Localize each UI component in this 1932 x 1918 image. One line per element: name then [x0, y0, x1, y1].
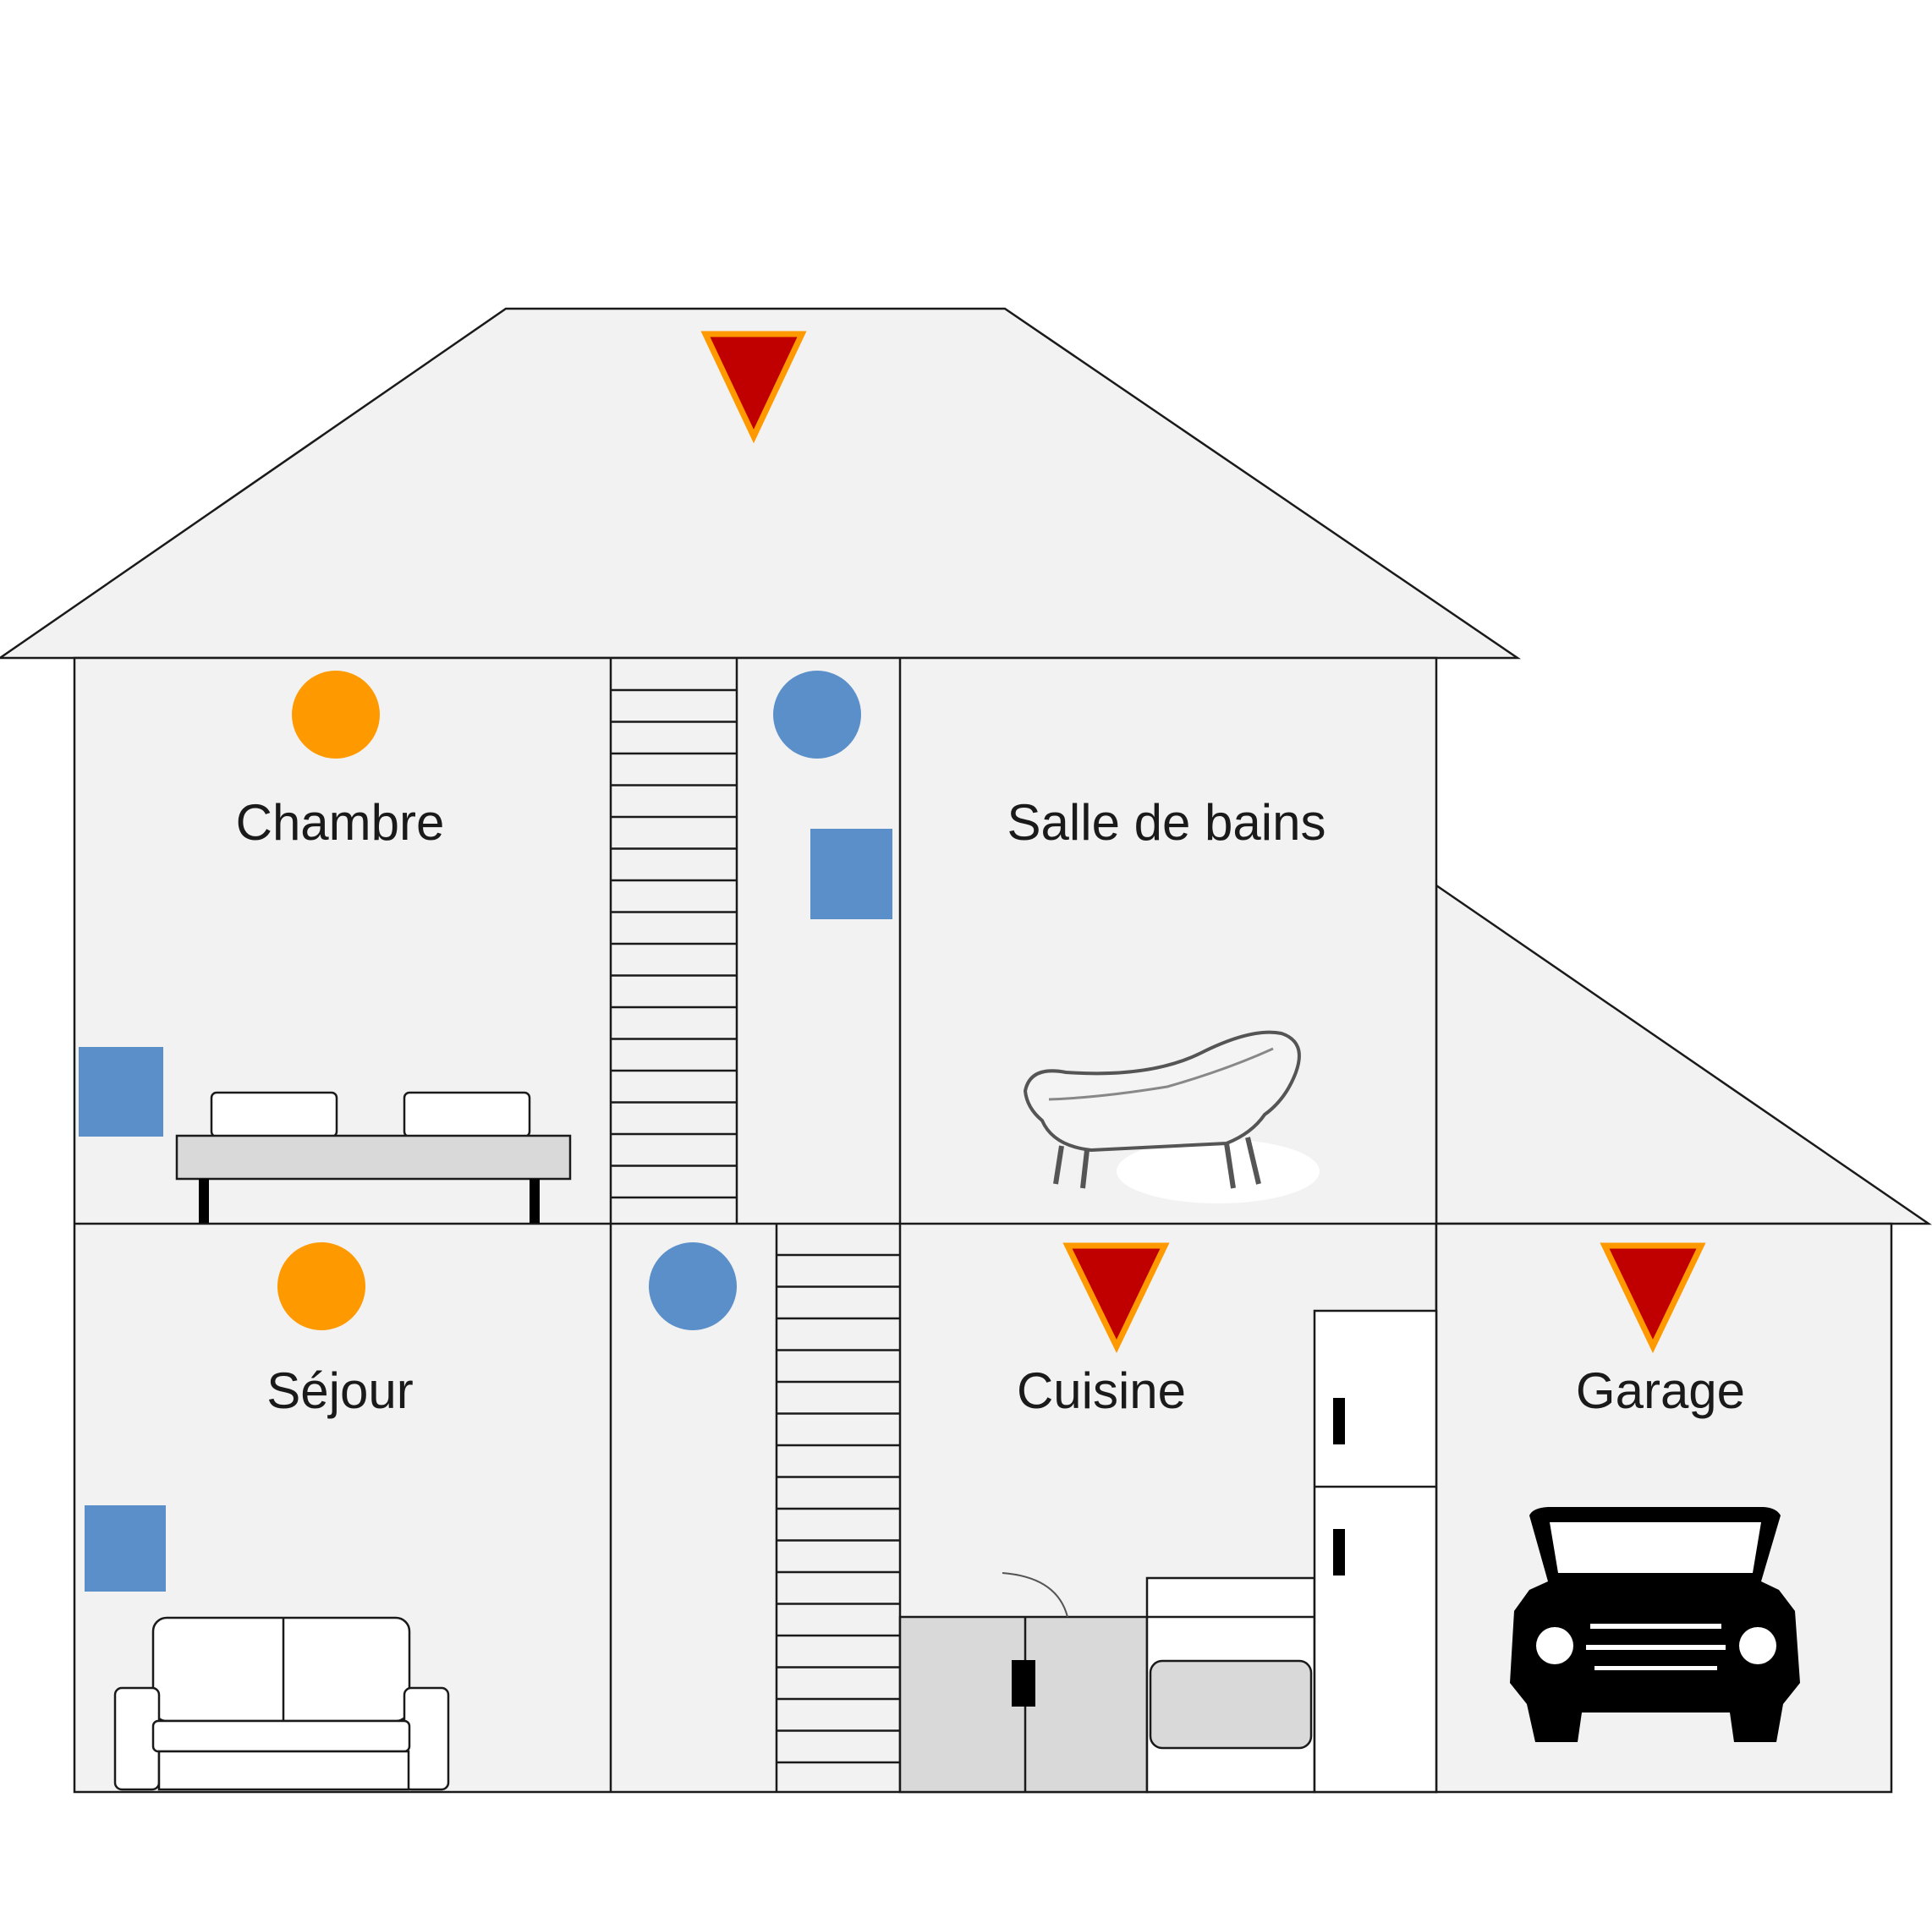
red-triangle-icon: [1062, 1242, 1170, 1354]
blue-square-icon: [79, 1047, 163, 1137]
orange-circle-icon: [277, 1242, 365, 1330]
room-label-salle-de-bains: Salle de bains: [1007, 794, 1326, 851]
car-icon: [1510, 1507, 1800, 1742]
bathtub-icon: [1023, 1030, 1320, 1203]
kitchen-cabinet: [898, 1572, 1149, 1794]
red-triangle-icon: [1600, 1242, 1706, 1354]
oven: [1145, 1576, 1316, 1794]
blue-circle-icon: [773, 671, 861, 759]
red-triangle-icon: [700, 331, 807, 444]
room-label-garage: Garage: [1576, 1362, 1745, 1419]
bed-icon: [175, 1091, 572, 1223]
blue-circle-icon: [649, 1242, 737, 1330]
room-label-cuisine: Cuisine: [1017, 1362, 1186, 1419]
lower-staircase: [777, 1253, 900, 1764]
sofa-icon: [113, 1616, 450, 1791]
garage-roof: [1435, 883, 1932, 1225]
room-label-chambre: Chambre: [236, 794, 445, 851]
blue-square-icon: [85, 1505, 166, 1592]
blue-square-icon: [810, 829, 892, 919]
upper-staircase: [611, 688, 737, 1199]
orange-circle-icon: [292, 671, 380, 759]
fridge: [1313, 1309, 1438, 1794]
room-label-sejour: Séjour: [266, 1362, 413, 1419]
